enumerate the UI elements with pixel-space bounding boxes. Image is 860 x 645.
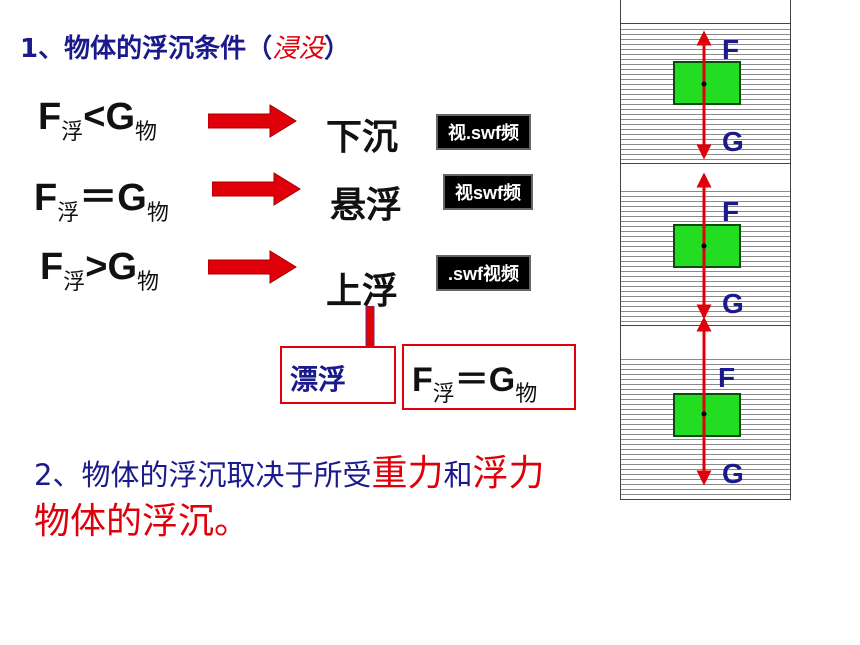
force-g-sub: 物 (515, 382, 538, 407)
label-f: F (722, 196, 740, 227)
force-g: G (105, 96, 135, 138)
force-arrows (696, 30, 712, 486)
result-float-up: 上浮 (326, 271, 399, 312)
force-f: F (34, 177, 58, 219)
label-f: F (722, 34, 740, 65)
heading-1-text: 1、物体的浮沉条件（ (20, 34, 273, 64)
operator: ＝ (79, 177, 118, 219)
conclusion-and: 和 (443, 458, 473, 492)
result-suspend: 悬浮 (330, 185, 403, 226)
heading-1-close: ） (324, 34, 351, 64)
force-g: G (488, 361, 516, 399)
piaofu-box: 漂浮 (280, 346, 396, 404)
force-f: F (40, 246, 64, 288)
conclusion-text: 2、物体的浮沉取决于所受 (34, 458, 372, 492)
force-f-sub: 浮 (432, 382, 455, 407)
video-button-float-up[interactable]: .swf视频 (436, 255, 532, 291)
video-button-suspend[interactable]: 视swf频 (443, 174, 534, 210)
formula-piaofu: F浮＝G物 (412, 352, 537, 408)
label-g: G (722, 458, 744, 489)
operator: > (85, 246, 108, 288)
force-f-sub: 浮 (57, 201, 80, 226)
force-f: F (38, 96, 62, 138)
formula-suspend: F浮＝G物 (34, 166, 169, 227)
conclusion-line-1: 2、物体的浮沉取决于所受重力和浮力 (34, 444, 545, 496)
force-g-sub: 物 (135, 120, 158, 145)
label-g: G (722, 288, 744, 319)
heading-1: 1、物体的浮沉条件（浸没） (20, 28, 350, 65)
highlight-gravity: 重力 (371, 453, 444, 494)
force-f-sub: 浮 (63, 270, 86, 295)
force-g-sub: 物 (137, 270, 160, 295)
object-block (673, 61, 741, 105)
object-block (673, 224, 741, 268)
conclusion-line-2: 物体的浮沉。 (34, 501, 251, 542)
arrow-right-icon (208, 104, 297, 138)
heading-1-italic: 浸没 (272, 34, 325, 64)
piaofu-label: 漂浮 (290, 363, 347, 396)
result-sink: 下沉 (326, 117, 399, 158)
label-g: G (722, 126, 744, 157)
force-f-sub: 浮 (61, 120, 84, 145)
operator: ＝ (454, 361, 489, 399)
highlight-buoyancy: 浮力 (472, 453, 545, 494)
force-g: G (117, 177, 147, 219)
arrow-right-icon (212, 172, 301, 206)
force-f: F (412, 361, 433, 399)
formula-float-up: F浮>G物 (40, 246, 159, 296)
label-f: F (718, 362, 736, 393)
force-g: G (107, 246, 137, 288)
arrow-right-icon (208, 250, 297, 284)
video-button-sink[interactable]: 视.swf频 (436, 114, 532, 150)
object-block (673, 393, 741, 437)
formula-sink: F浮<G物 (38, 96, 157, 146)
force-g-sub: 物 (146, 201, 169, 226)
piaofu-formula-box: F浮＝G物 (402, 344, 576, 410)
operator: < (83, 96, 106, 138)
